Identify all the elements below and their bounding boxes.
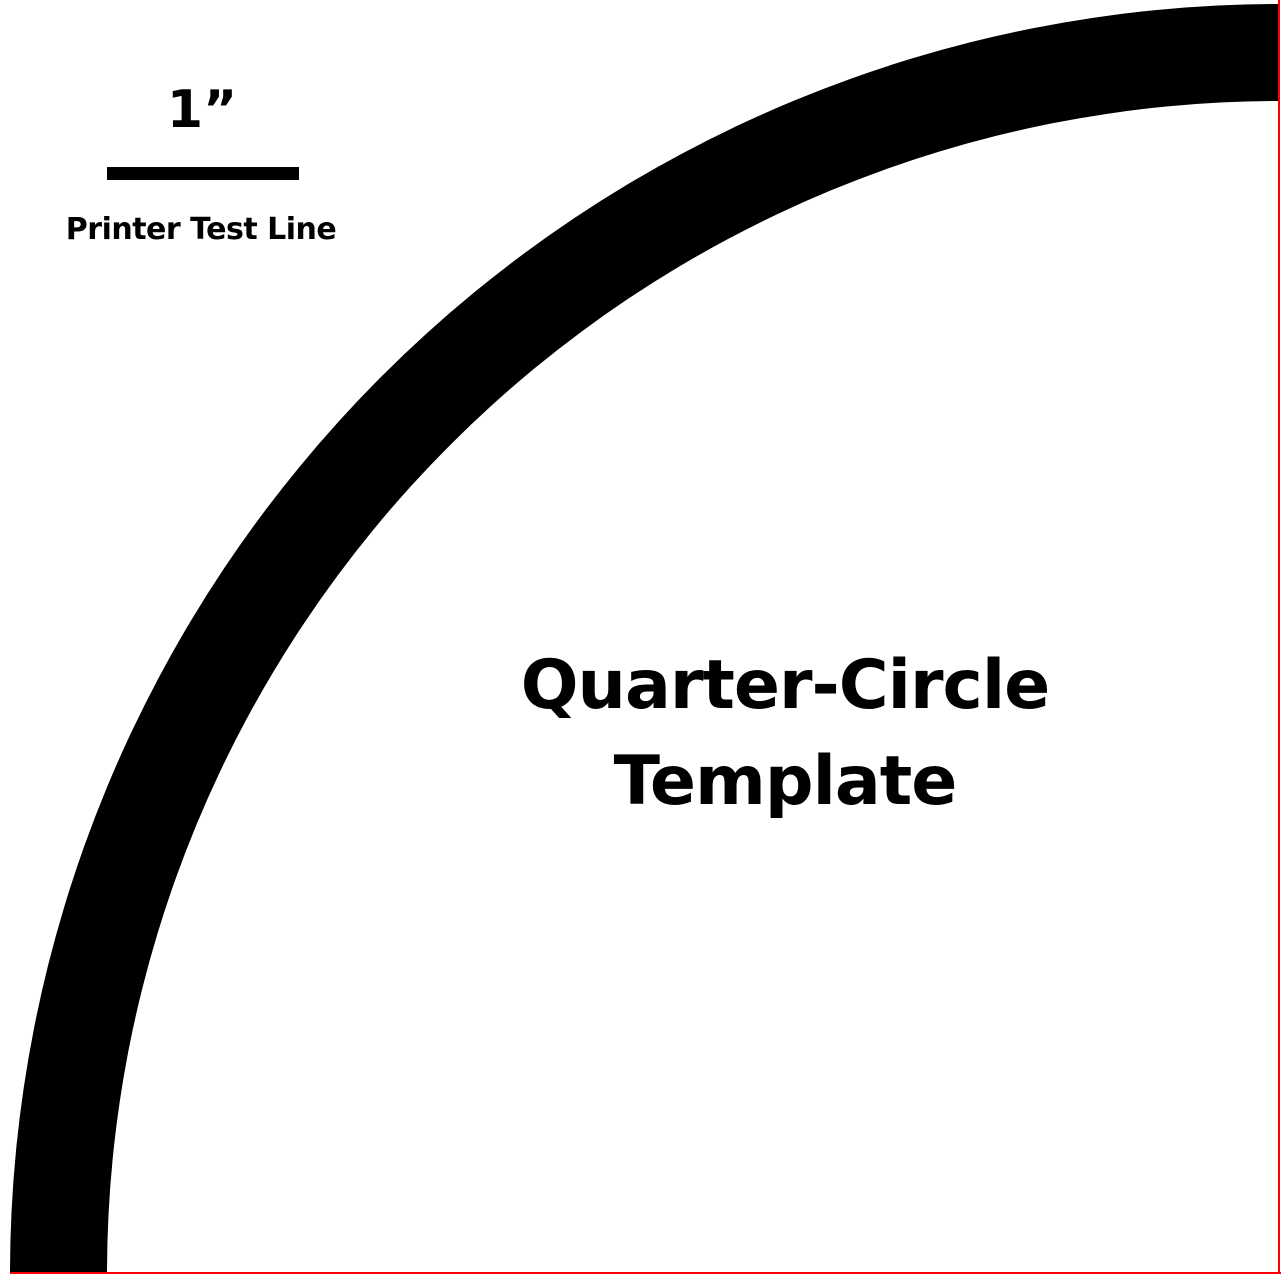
printer-test-line bbox=[107, 167, 299, 180]
measure-label: 1” bbox=[166, 80, 238, 140]
quarter-circle-arc bbox=[10, 4, 1280, 1274]
test-line-caption: Printer Test Line bbox=[65, 212, 337, 247]
template-title-line2: Template bbox=[613, 742, 958, 821]
template-title-line1: Quarter-Circle bbox=[520, 646, 1051, 725]
template-title: Quarter-Circle Template bbox=[460, 638, 1110, 830]
